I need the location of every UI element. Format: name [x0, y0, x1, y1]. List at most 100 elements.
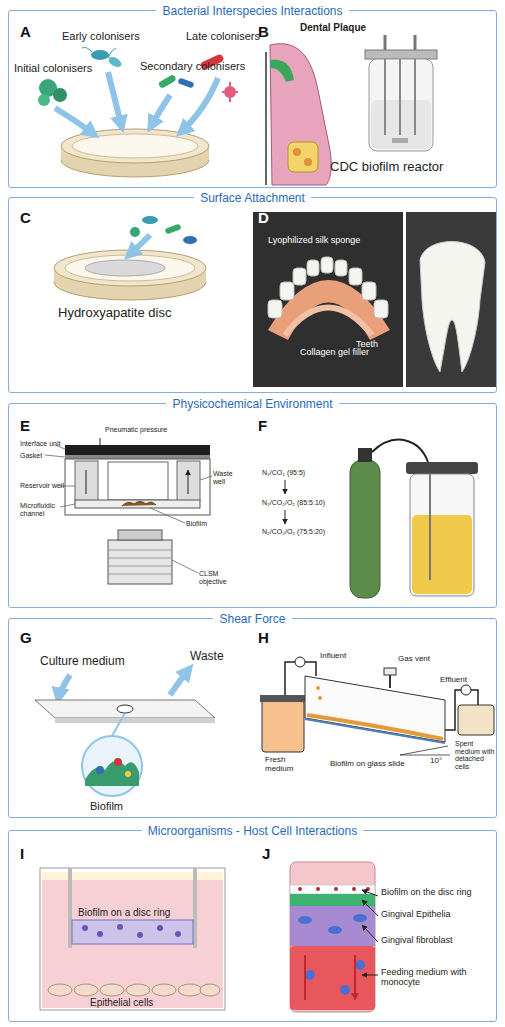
flow-cell [82, 736, 142, 796]
panel-title: Surface Attachment [194, 191, 311, 205]
flow-cell [58, 675, 70, 700]
gingival-model [290, 946, 375, 1010]
part-label: Early colonisers [62, 30, 140, 42]
transwell-model [193, 868, 197, 948]
leader-line [200, 476, 212, 480]
flow-cell [170, 668, 190, 695]
drip-flow-reactor [295, 657, 305, 667]
tooth-drawing [265, 52, 267, 185]
tooth-photo [349, 268, 362, 285]
tooth-photo [285, 308, 372, 336]
biofilm-reactor [392, 138, 408, 143]
gas-arrow [285, 480, 286, 494]
part-label: Secondary colonisers [140, 60, 245, 72]
transwell-model [152, 984, 176, 996]
part-label: CDC biofilm reactor [330, 160, 443, 174]
flow-arrow [128, 235, 150, 256]
panel-frame: Surface Attachment [8, 197, 497, 393]
biofilm-reactor [365, 35, 437, 151]
bacteria [158, 74, 177, 89]
part-label: CLSM objective [199, 570, 239, 585]
flow-arrow [55, 108, 95, 135]
leader-arrow [362, 900, 378, 916]
flow-cell [55, 718, 215, 723]
microfluidic-device [118, 530, 162, 540]
microfluidic-device [65, 455, 210, 459]
tooth-photo [268, 280, 390, 340]
gingival-model [298, 916, 312, 924]
tooth-drawing [270, 44, 331, 185]
transwell-model [117, 924, 123, 930]
part-label: N₂/CO₂/O₂ (85:5:10) [262, 499, 325, 507]
biofilm-reactor [369, 59, 433, 151]
flow-arrow [55, 72, 218, 135]
biofilm-reactor [414, 59, 416, 135]
petri-dish [61, 129, 209, 177]
panel-letter: I [20, 846, 24, 863]
panel-frame: Shear Force [8, 618, 497, 818]
part-label: Biofilm on glass slide [330, 760, 405, 769]
microfluidic-device [108, 550, 172, 574]
gingival-model [298, 914, 367, 934]
petri-dish [65, 255, 195, 281]
tooth-photo [335, 260, 347, 276]
tooth-photo [374, 300, 388, 318]
part-label: Biofilm on a disc ring [78, 907, 170, 918]
panel-letter: J [262, 846, 270, 863]
panel-heading: Surface Attachment [9, 190, 496, 205]
panel-title: Microorganisms - Host Cell Interactions [142, 824, 363, 838]
panel-frame: Microorganisms - Host Cell Interactions [8, 830, 497, 1022]
petri-dish [85, 260, 165, 276]
part-label: Biofilm on the disc ring [381, 888, 472, 898]
part-label: Epithelial cells [90, 997, 153, 1008]
flow-cell [35, 700, 215, 718]
panel-letter: E [20, 418, 30, 435]
gingival-model [334, 887, 338, 891]
tooth-drawing [288, 142, 318, 172]
tooth-photo [268, 300, 282, 318]
part-label: Hydroxyapatite disc [58, 306, 171, 320]
panel-heading: Microorganisms - Host Cell Interactions [9, 823, 496, 838]
bacteria [164, 223, 181, 234]
petri-dish [72, 134, 198, 158]
bacteria [222, 82, 238, 102]
drip-flow-reactor [305, 676, 445, 742]
flow-arrow [150, 95, 170, 128]
anaerobic-setup [410, 474, 474, 596]
anaerobic-setup [429, 474, 431, 580]
flow-arrow [108, 72, 122, 128]
gingival-model [305, 955, 355, 1000]
part-label: Lyophilized silk sponge [268, 236, 360, 246]
gingival-model [305, 970, 315, 980]
part-label: Fresh medium [265, 756, 310, 774]
part-label: Interface unit [20, 440, 60, 448]
gingival-model [290, 906, 375, 946]
tooth-photo [420, 241, 485, 372]
transwell-model [178, 984, 202, 996]
part-label: 10° [430, 757, 442, 766]
bacteria [224, 86, 236, 98]
drip-flow-reactor [400, 755, 450, 756]
tooth-drawing [266, 44, 331, 185]
bacteria [183, 236, 197, 244]
transwell-model [40, 868, 225, 1010]
microfluidic-device [86, 470, 188, 494]
transwell-model [100, 984, 124, 996]
tooth-photo [307, 260, 319, 276]
part-label: Influent [320, 652, 346, 661]
drip-flow-reactor [307, 715, 443, 739]
part-label: N₂/CO₂/O₂ (75:5:20) [262, 528, 325, 536]
transwell-model [68, 868, 72, 948]
bacteria [130, 227, 140, 237]
transwell-model [82, 924, 181, 938]
panel-heading: Physicochemical Environment [9, 396, 496, 411]
drip-flow-reactor [316, 686, 320, 690]
transwell-model [137, 932, 143, 938]
part-label: Late colonisers [186, 30, 260, 42]
tooth-photo [293, 268, 306, 285]
leader-arrow [362, 925, 378, 942]
gingival-model [290, 862, 375, 1012]
tooth-drawing [270, 60, 294, 82]
